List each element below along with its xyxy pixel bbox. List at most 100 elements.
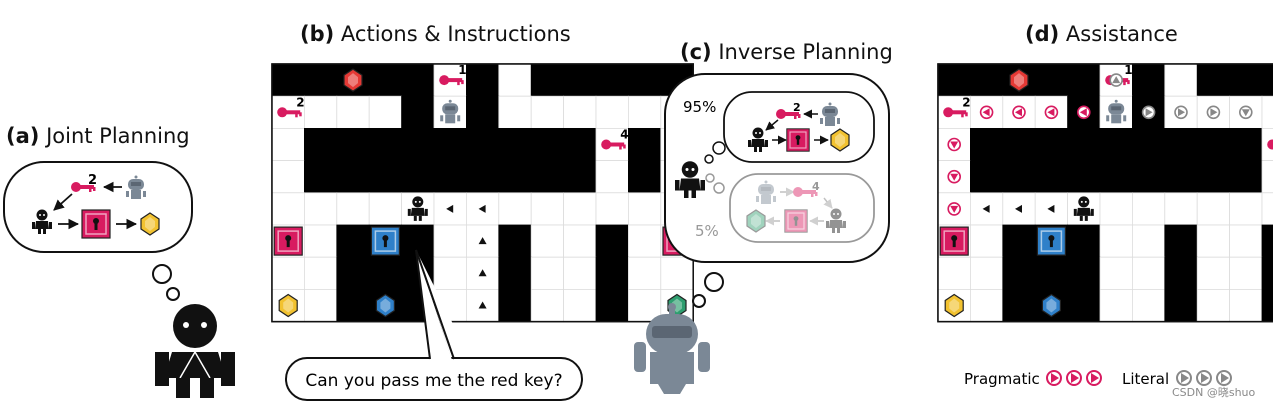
floor-cell bbox=[303, 224, 338, 258]
wall-cell bbox=[595, 224, 629, 258]
wall-cell bbox=[530, 63, 565, 97]
wall-cell bbox=[336, 160, 370, 194]
h2-key-number: 4 bbox=[812, 180, 820, 193]
floor-cell bbox=[368, 192, 403, 226]
wall-cell bbox=[498, 288, 532, 322]
assist-arrow bbox=[982, 108, 990, 117]
prob-low: 5% bbox=[695, 222, 719, 240]
wall-cell bbox=[628, 127, 662, 161]
floor-cell bbox=[530, 224, 565, 258]
floor-cell bbox=[530, 192, 565, 226]
floor-cell bbox=[1261, 192, 1273, 226]
red-door-icon bbox=[939, 226, 969, 256]
literal-markers bbox=[1176, 370, 1232, 386]
floor-cell bbox=[563, 95, 597, 129]
wall-cell bbox=[563, 160, 597, 194]
wall-cell bbox=[1196, 127, 1230, 161]
wall-cell bbox=[1132, 63, 1166, 97]
floor-cell bbox=[1196, 192, 1230, 226]
floor-cell bbox=[368, 95, 403, 129]
wall-cell bbox=[970, 160, 1004, 194]
wall-cell bbox=[465, 127, 500, 161]
key-number: 1 bbox=[1124, 63, 1132, 77]
floor-cell bbox=[498, 192, 532, 226]
floor-cell bbox=[595, 192, 629, 226]
wall-cell bbox=[970, 127, 1004, 161]
wall-cell bbox=[401, 95, 435, 129]
assist-arrow bbox=[1047, 108, 1055, 117]
move-arrow bbox=[982, 204, 990, 213]
floor-cell bbox=[970, 288, 1004, 322]
legend-literal-label: Literal bbox=[1122, 370, 1169, 388]
wall-cell bbox=[465, 160, 500, 194]
floor-cell bbox=[271, 127, 305, 161]
floor-cell bbox=[1099, 192, 1133, 226]
wall-cell bbox=[1261, 224, 1273, 258]
wall-cell bbox=[433, 160, 467, 194]
wall-cell bbox=[303, 160, 338, 194]
floor-cell bbox=[271, 160, 305, 194]
move-arrow bbox=[1047, 204, 1055, 213]
h1-key-number: 2 bbox=[793, 101, 801, 114]
wall-cell bbox=[433, 127, 467, 161]
assist-arrow bbox=[950, 141, 959, 149]
panel-a-title: (a) Joint Planning bbox=[6, 124, 190, 148]
wall-cell bbox=[628, 63, 662, 97]
h2-door-icon bbox=[784, 209, 808, 233]
wall-cell bbox=[303, 127, 338, 161]
floor-cell bbox=[1132, 256, 1166, 290]
gridworld-actions: 1234 bbox=[271, 63, 694, 323]
wall-cell bbox=[1067, 63, 1101, 97]
panel-c: 95% 5% 2 4 bbox=[634, 73, 890, 394]
assist-arrow bbox=[950, 173, 959, 181]
wall-cell bbox=[937, 63, 971, 97]
panel-a: 2 bbox=[3, 161, 235, 398]
wall-cell bbox=[401, 127, 435, 161]
wall-cell bbox=[1067, 288, 1101, 322]
wall-cell bbox=[465, 95, 500, 129]
speech-text: Can you pass me the red key? bbox=[305, 371, 562, 391]
floor-cell bbox=[937, 256, 971, 290]
assist-arrow bbox=[1210, 108, 1218, 117]
wall-cell bbox=[498, 160, 532, 194]
legend: Pragmatic Literal bbox=[964, 370, 1232, 388]
wall-cell bbox=[1067, 127, 1101, 161]
floor-cell bbox=[1164, 192, 1198, 226]
wall-cell bbox=[1002, 256, 1036, 290]
floor-cell bbox=[303, 95, 338, 129]
red-door-icon bbox=[273, 226, 303, 256]
assist-arrow bbox=[1178, 108, 1185, 117]
assist-arrow bbox=[1241, 109, 1250, 117]
panel-d-title: (d) Assistance bbox=[1025, 22, 1178, 46]
floor-cell bbox=[1132, 192, 1166, 226]
floor-cell bbox=[628, 192, 662, 226]
floor-cell bbox=[1132, 288, 1166, 322]
assist-arrow bbox=[1079, 108, 1087, 117]
move-arrow bbox=[1015, 204, 1022, 213]
assist-arrow bbox=[950, 205, 959, 213]
speech-bubble: Can you pass me the red key? bbox=[285, 249, 583, 401]
wall-cell bbox=[1164, 224, 1198, 258]
floor-cell bbox=[1229, 288, 1263, 322]
floor-cell bbox=[1261, 160, 1273, 194]
wall-cell bbox=[1099, 127, 1133, 161]
wall-cell bbox=[595, 63, 629, 97]
wall-cell bbox=[1164, 288, 1198, 322]
floor-cell bbox=[1099, 256, 1133, 290]
floor-cell bbox=[336, 192, 370, 226]
wall-cell bbox=[970, 63, 1004, 97]
move-arrow bbox=[478, 204, 486, 213]
assist-arrow bbox=[1145, 108, 1153, 117]
floor-cell bbox=[1132, 224, 1166, 258]
red-door-icon bbox=[81, 209, 111, 239]
wall-cell bbox=[1067, 224, 1101, 258]
key-number: 1 bbox=[458, 63, 466, 77]
floor-cell bbox=[433, 256, 467, 290]
h1-door-icon bbox=[786, 128, 810, 152]
floor-cell bbox=[303, 192, 338, 226]
wall-cell bbox=[595, 256, 629, 290]
wall-cell bbox=[1229, 63, 1263, 97]
wall-cell bbox=[368, 256, 403, 290]
wall-cell bbox=[368, 127, 403, 161]
